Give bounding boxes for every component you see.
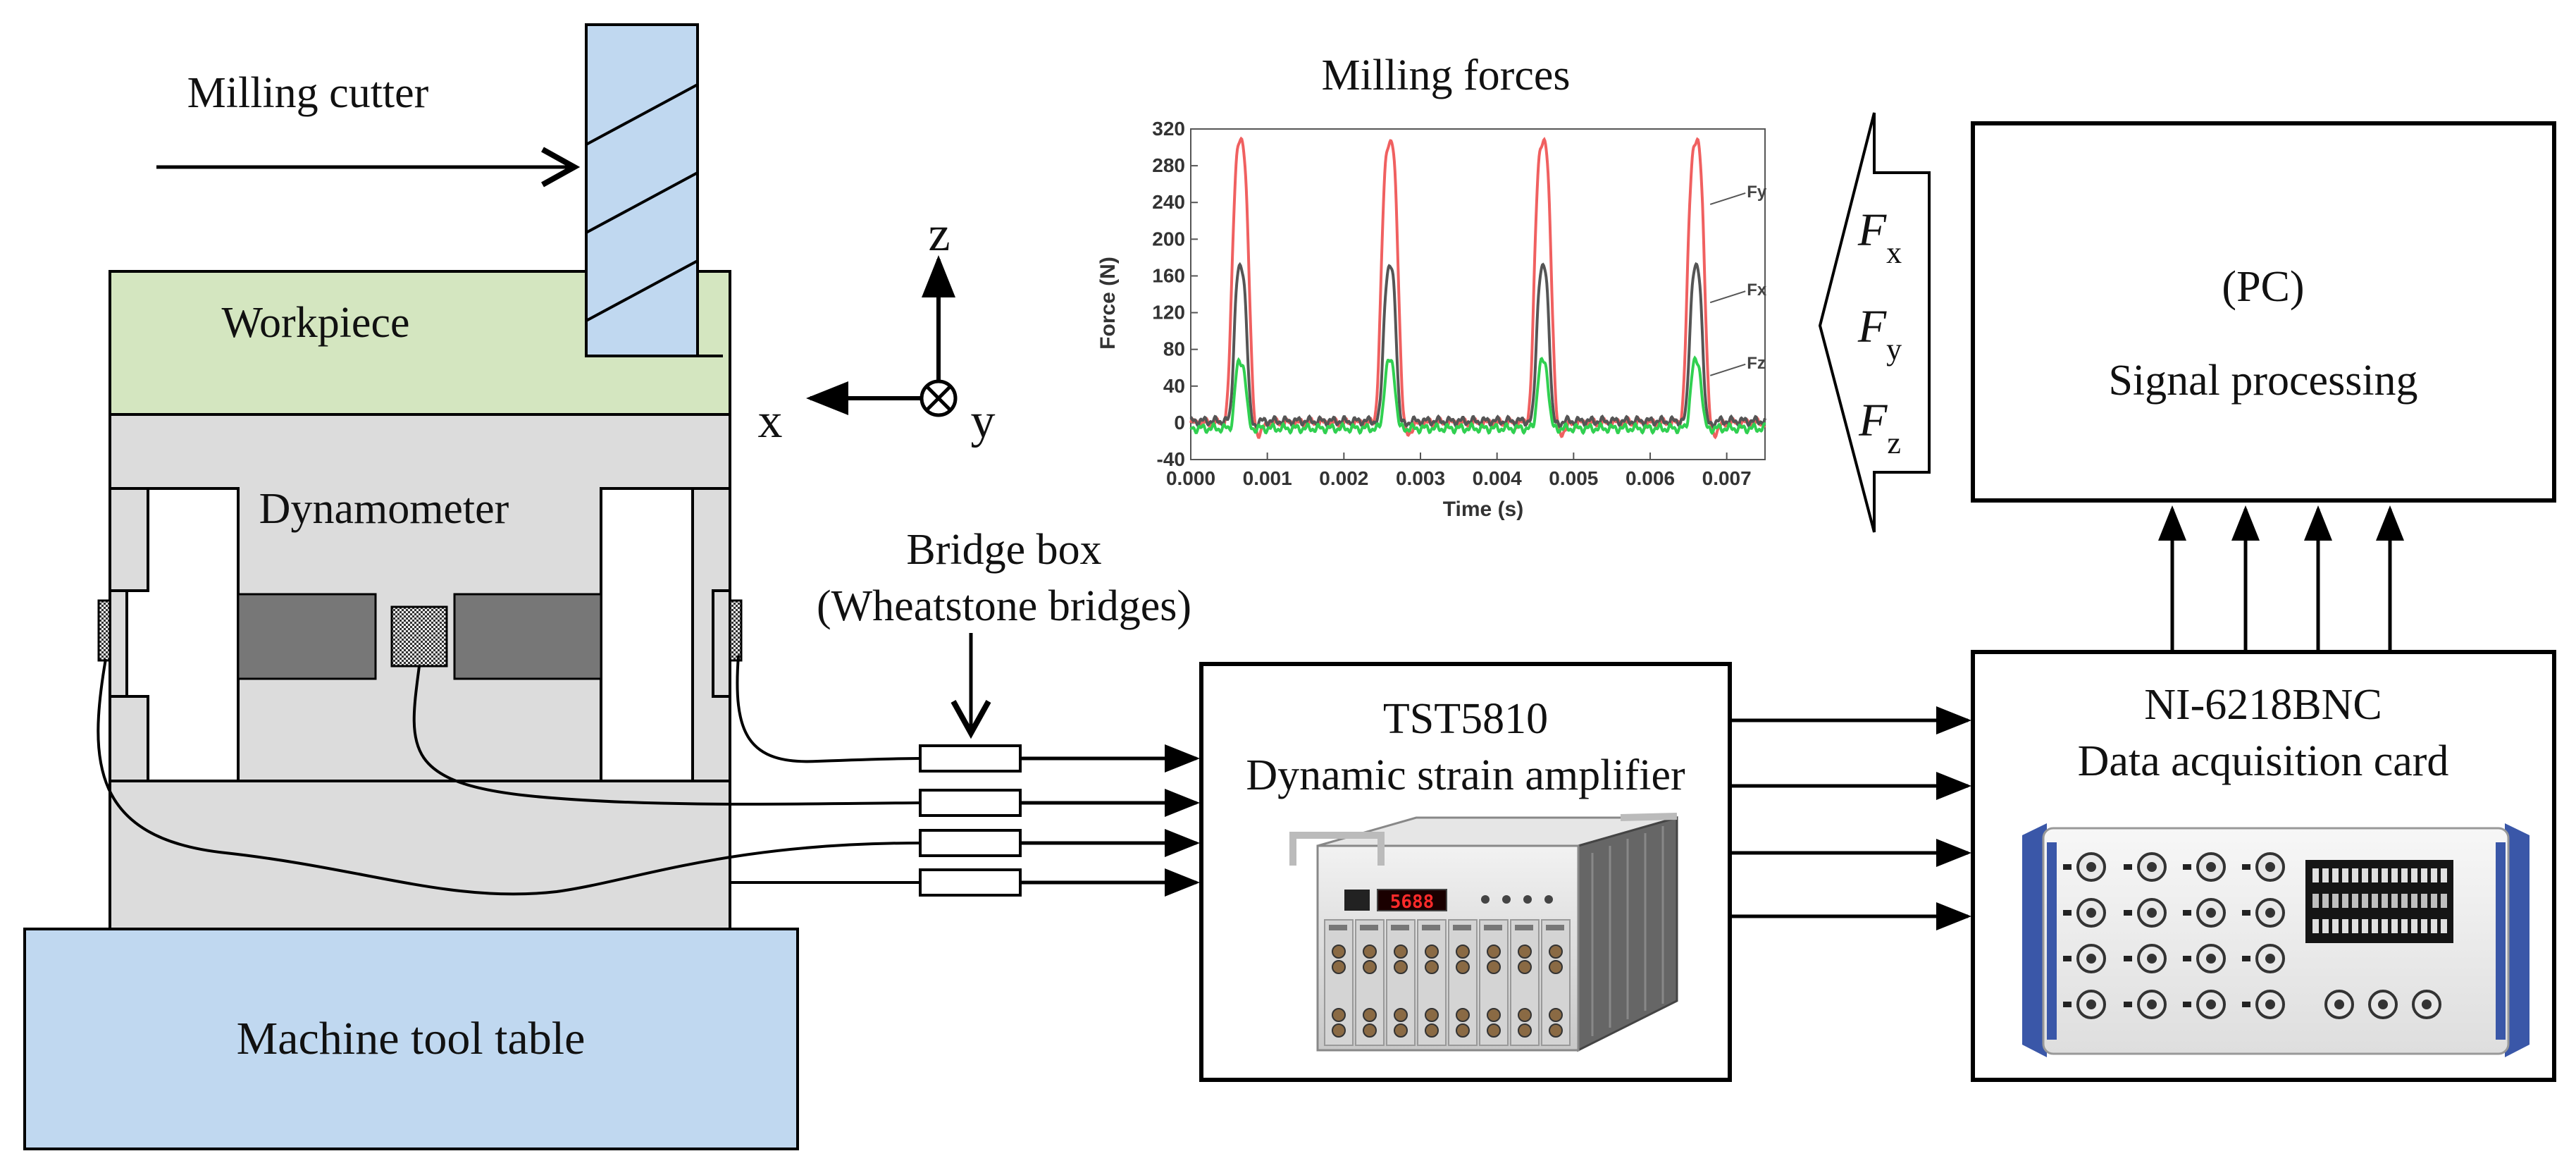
bridge-to-amp-arrows: [1020, 744, 1200, 897]
chart-xlabel: Time (s): [1443, 498, 1523, 521]
wire-2: [412, 665, 921, 806]
daq-bnc-connectors: [2063, 852, 2441, 1019]
signal-wires: [97, 655, 921, 896]
x-tick-label: 0.006: [1626, 467, 1675, 489]
bridge-box-label-line1: Bridge box: [906, 526, 1101, 574]
daq-device-image: [2022, 823, 2529, 1057]
coordinate-axes: z x y: [758, 207, 996, 448]
daq-terminal-block: [2305, 860, 2453, 943]
series-line-fy: [1189, 136, 1766, 440]
milling-cutter: [585, 23, 699, 357]
y-tick-label: 200: [1152, 228, 1185, 250]
strain-gauge-left: [97, 599, 111, 662]
sensor-beam-left: [237, 593, 377, 680]
force-fy-label: Fy: [1857, 301, 1902, 367]
amplifier-display-text: 5688: [1390, 892, 1435, 913]
x-tick-label: 0.004: [1473, 467, 1522, 489]
wire-3: [97, 658, 921, 896]
y-tick-label: 120: [1152, 302, 1185, 324]
strain-gauge-right: [729, 599, 743, 662]
x-tick-label: 0.003: [1396, 467, 1445, 489]
dynamometer-left-slot: [125, 487, 240, 782]
amp-to-daq-arrows: [1730, 706, 1971, 930]
legend-fx: Fx: [1747, 281, 1767, 300]
daq-terminals: [2312, 868, 2447, 933]
axis-x-label: x: [758, 394, 783, 448]
bridge-2: [919, 789, 1022, 817]
chart-ylabel: Force (N): [1096, 257, 1120, 350]
y-tick-label: 80: [1163, 338, 1185, 360]
plot-frame: [1190, 128, 1766, 460]
legend-fz: Fz: [1747, 354, 1766, 373]
cutter-flutes: [586, 83, 698, 322]
bridge-box: Bridge box (Wheatstone bridges): [817, 526, 1191, 897]
legend-fy: Fy: [1747, 183, 1767, 202]
series-line-fz: [1189, 355, 1766, 436]
workpiece-label: Workpiece: [222, 299, 410, 347]
daq-type-label: Data acquisition card: [2078, 737, 2449, 785]
machine-table-label: Machine tool table: [237, 1013, 586, 1064]
sensor-beam-right: [453, 593, 602, 680]
amplifier-type-label: Dynamic strain amplifier: [1246, 751, 1685, 799]
series-line-fx: [1189, 262, 1766, 430]
amplifier-box: TST5810 Dynamic strain amplifier 5688: [1199, 662, 1732, 1082]
force-fx-label: Fx: [1857, 204, 1902, 270]
axis-y-label: y: [971, 394, 996, 448]
wire-1: [736, 655, 921, 763]
strain-gauge-center: [390, 605, 448, 668]
dynamometer-right-column: [691, 487, 731, 782]
y-tick-label: 240: [1152, 191, 1185, 213]
x-tick-label: 0.002: [1319, 467, 1368, 489]
y-tick-label: 160: [1152, 264, 1185, 286]
y-tick-label: -40: [1157, 448, 1185, 470]
chart-axes: 0.000 0.001 0.002 0.003 0.004 0.005 0.006 0.007…: [1152, 118, 1766, 489]
x-tick-label: 0.000: [1166, 467, 1215, 489]
x-tick-label: 0.007: [1702, 467, 1752, 489]
amplifier-channel-modules: [1324, 919, 1571, 1046]
milling-cutter-label: Milling cutter: [187, 69, 429, 117]
daq-to-pc-arrows: [2158, 505, 2404, 652]
x-tick-label: 0.001: [1243, 467, 1292, 489]
bridge-box-label-line2: (Wheatstone bridges): [817, 582, 1191, 630]
machine-assembly: Machine tool table Dynamometer Workpiece: [23, 23, 799, 1150]
pc-box: (PC) Signal processing: [1971, 121, 2556, 503]
bridge-4: [919, 868, 1022, 897]
amplifier-device-image: 5688: [1289, 813, 1678, 1052]
y-tick-label: 280: [1152, 154, 1185, 176]
milling-forces-chart: Milling forces 0.000 0.001 0.002 0.003 0.004…: [1096, 51, 1767, 521]
x-tick-label: 0.005: [1549, 467, 1598, 489]
amplifier-model-label: TST5810: [1383, 695, 1548, 743]
force-output-arrow: Fx Fy Fz: [1818, 112, 1931, 533]
pc-label: (PC): [2222, 263, 2304, 311]
bridge-3: [919, 829, 1022, 857]
dynamometer-label: Dynamometer: [259, 485, 509, 533]
daq-model-label: NI-6218BNC: [2144, 681, 2382, 729]
dynamometer-base: [109, 780, 731, 930]
daq-box: NI-6218BNC Data acquisition card: [1971, 650, 2556, 1082]
amplifier-display: [1377, 889, 1447, 911]
bridge-1: [919, 744, 1022, 773]
axis-z-label: z: [928, 207, 950, 262]
signal-processing-label: Signal processing: [2108, 357, 2417, 405]
chart-title: Milling forces: [1322, 51, 1571, 99]
y-tick-label: 320: [1152, 118, 1185, 140]
force-fz-label: Fz: [1858, 395, 1901, 460]
machine-table: [23, 928, 799, 1150]
y-tick-label: 40: [1163, 375, 1185, 397]
y-tick-label: 0: [1174, 412, 1185, 433]
